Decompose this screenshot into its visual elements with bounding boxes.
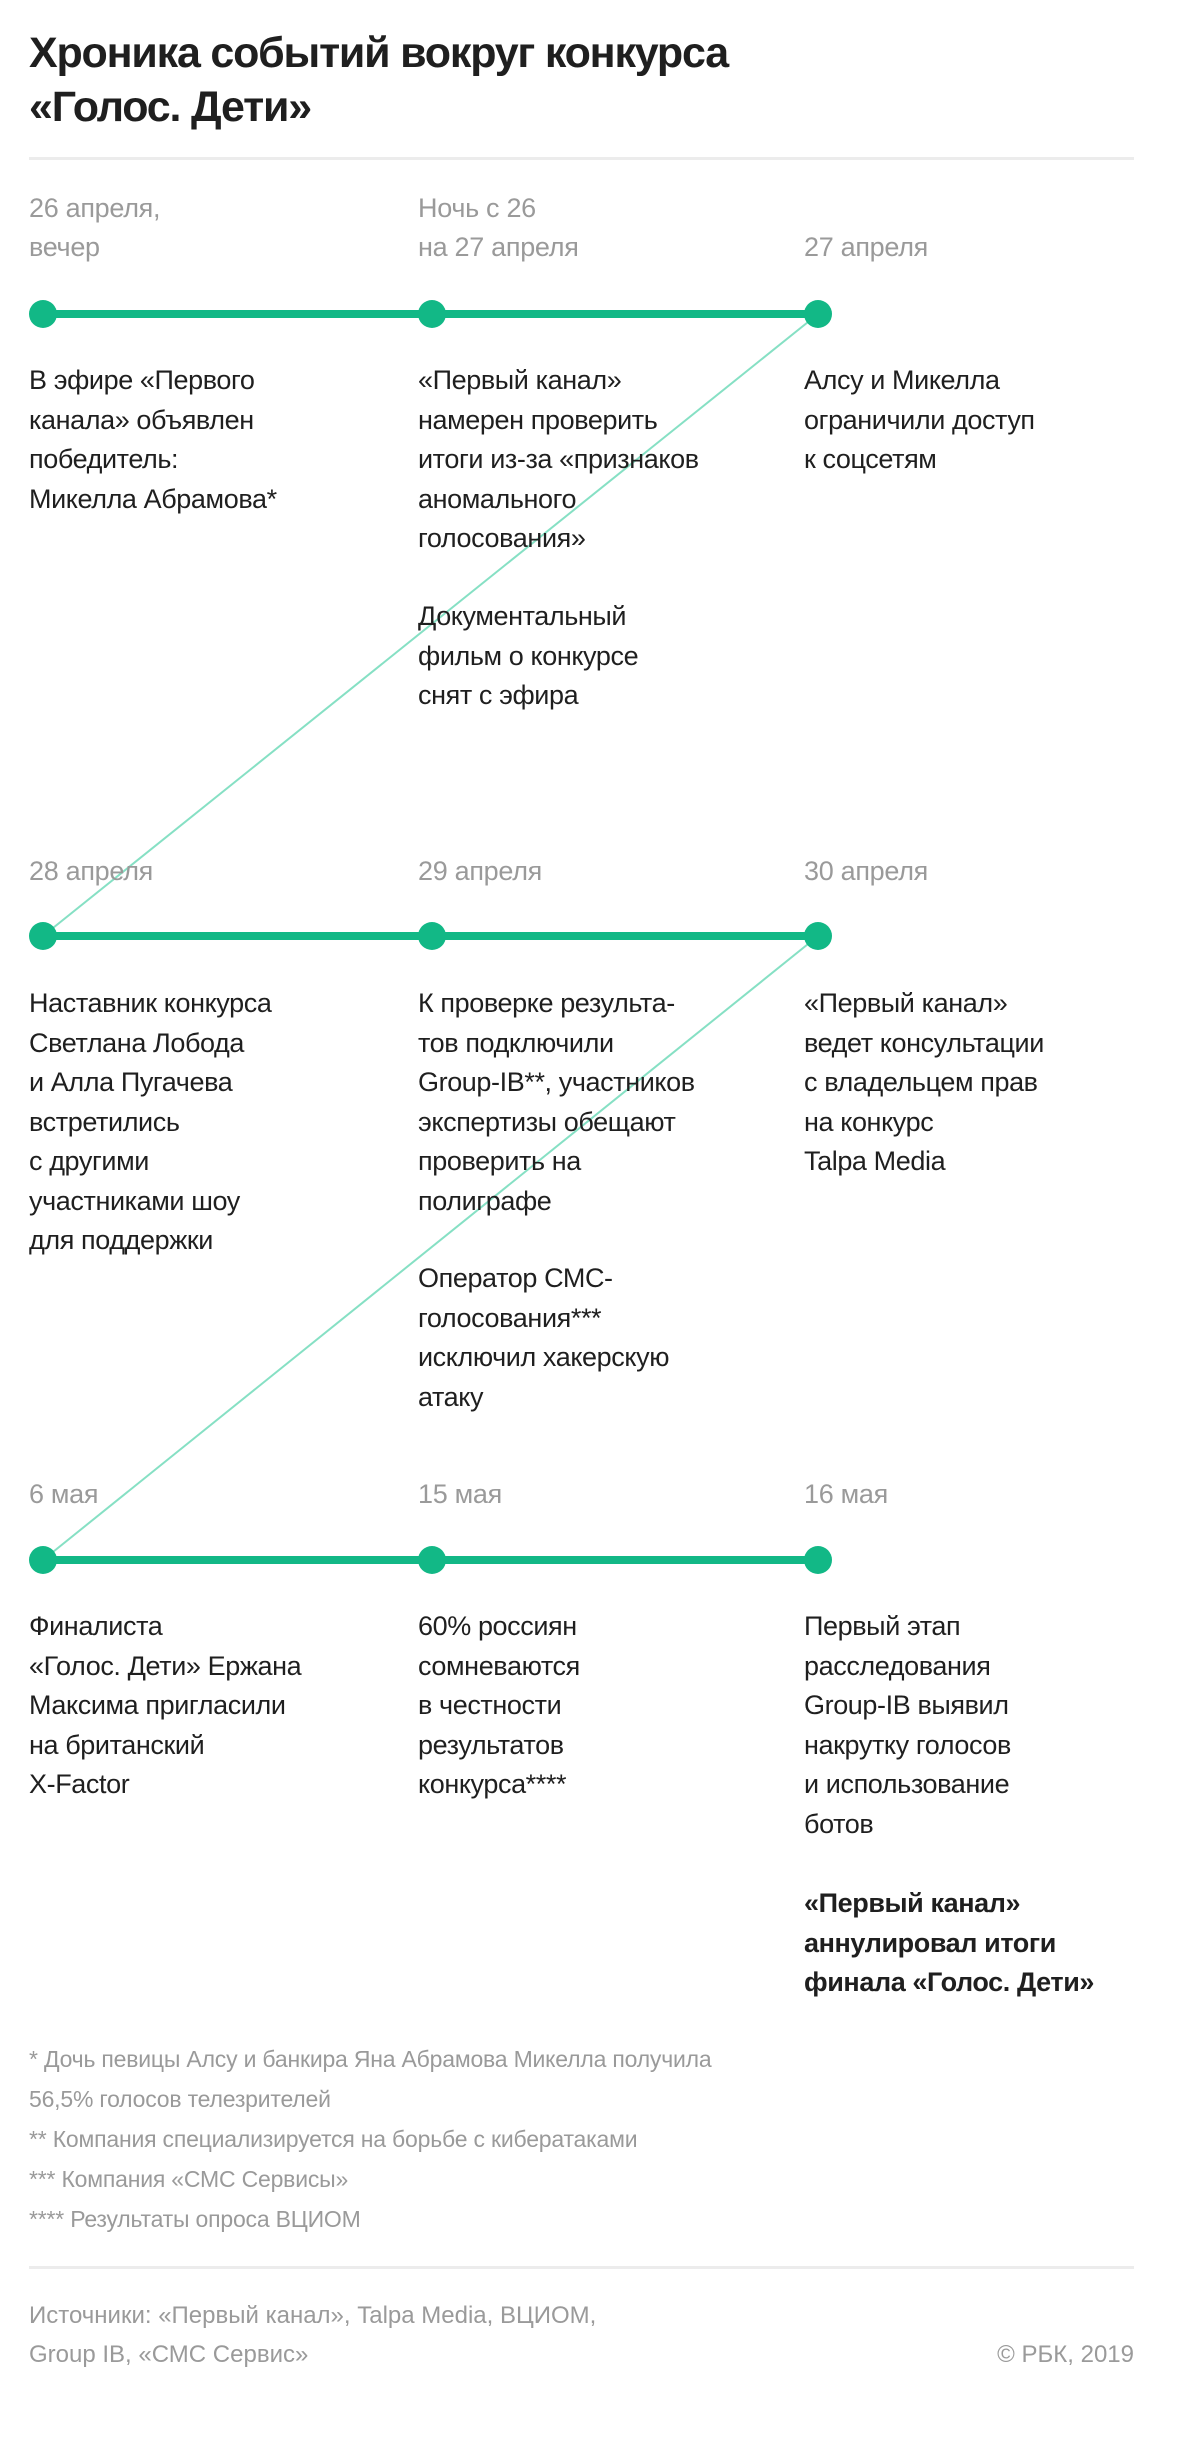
event-date: 29 апреля — [418, 856, 542, 886]
timeline-dot — [418, 300, 446, 328]
event-date: 28 апреля — [29, 856, 153, 886]
event-text: 60% россиян сомневаются в честности резу… — [418, 1611, 580, 1799]
event-date: 15 мая — [418, 1479, 502, 1509]
event-date: Ночь с 26 на 27 апреля — [418, 193, 579, 262]
timeline-dot — [29, 1546, 57, 1574]
event-text: В эфире «Первого канала» объявлен победи… — [29, 365, 277, 514]
footnote: **** Результаты опроса ВЦИОМ — [29, 2206, 361, 2232]
timeline-dot — [29, 922, 57, 950]
event-text: Финалиста «Голос. Дети» Ержана Максима п… — [29, 1611, 302, 1799]
top-divider — [29, 157, 1134, 160]
sources: Источники: «Первый канал», Talpa Media, … — [29, 2302, 597, 2368]
footnote: ** Компания специализируется на борьбе с… — [29, 2126, 638, 2152]
connector-line-2 — [42, 935, 819, 1561]
footnote: * Дочь певицы Алсу и банкира Яна Абрамов… — [29, 2046, 712, 2112]
timeline-row-2 — [29, 922, 832, 950]
timeline-dot — [804, 300, 832, 328]
event-text: Документальный фильм о конкурсе снят с э… — [418, 601, 639, 710]
timeline-dot — [804, 1546, 832, 1574]
timeline-dot — [29, 300, 57, 328]
event-text: Наставник конкурса Светлана Лобода и Алл… — [29, 988, 272, 1255]
timeline-dot — [418, 1546, 446, 1574]
event-date: 27 апреля — [804, 232, 928, 262]
event-text: К проверке результа- тов подключили Grou… — [418, 988, 695, 1216]
event-text: Оператор СМС- голосования*** исключил ха… — [418, 1263, 670, 1412]
timeline-row-1 — [29, 300, 832, 328]
timeline-dot — [804, 922, 832, 950]
event-date: 30 апреля — [804, 856, 928, 886]
timeline-row-3 — [29, 1546, 832, 1574]
event-date: 26 апреля, вечер — [29, 193, 161, 262]
timeline-graphic — [29, 300, 832, 1574]
copyright: © РБК, 2019 — [997, 2341, 1134, 2368]
timeline-dot — [418, 922, 446, 950]
event-date: 16 мая — [804, 1479, 888, 1509]
event-text: Первый этап расследования Group-IB выяви… — [804, 1611, 1011, 1839]
event-text: Алсу и Микелла ограничили доступ к соцсе… — [804, 365, 1035, 474]
bottom-divider — [29, 2266, 1134, 2269]
event-text: «Первый канал» намерен проверить итоги и… — [418, 365, 699, 553]
connector-line-1 — [42, 313, 819, 937]
footnote: *** Компания «СМС Сервисы» — [29, 2166, 349, 2192]
page-title: Хроника событий вокруг конкурса «Голос. … — [29, 29, 729, 131]
event-date: 6 мая — [29, 1479, 99, 1509]
event-text: «Первый канал» ведет консультации с влад… — [804, 988, 1044, 1176]
event-highlight-text: «Первый канал» аннулировал итоги финала … — [804, 1888, 1095, 1997]
